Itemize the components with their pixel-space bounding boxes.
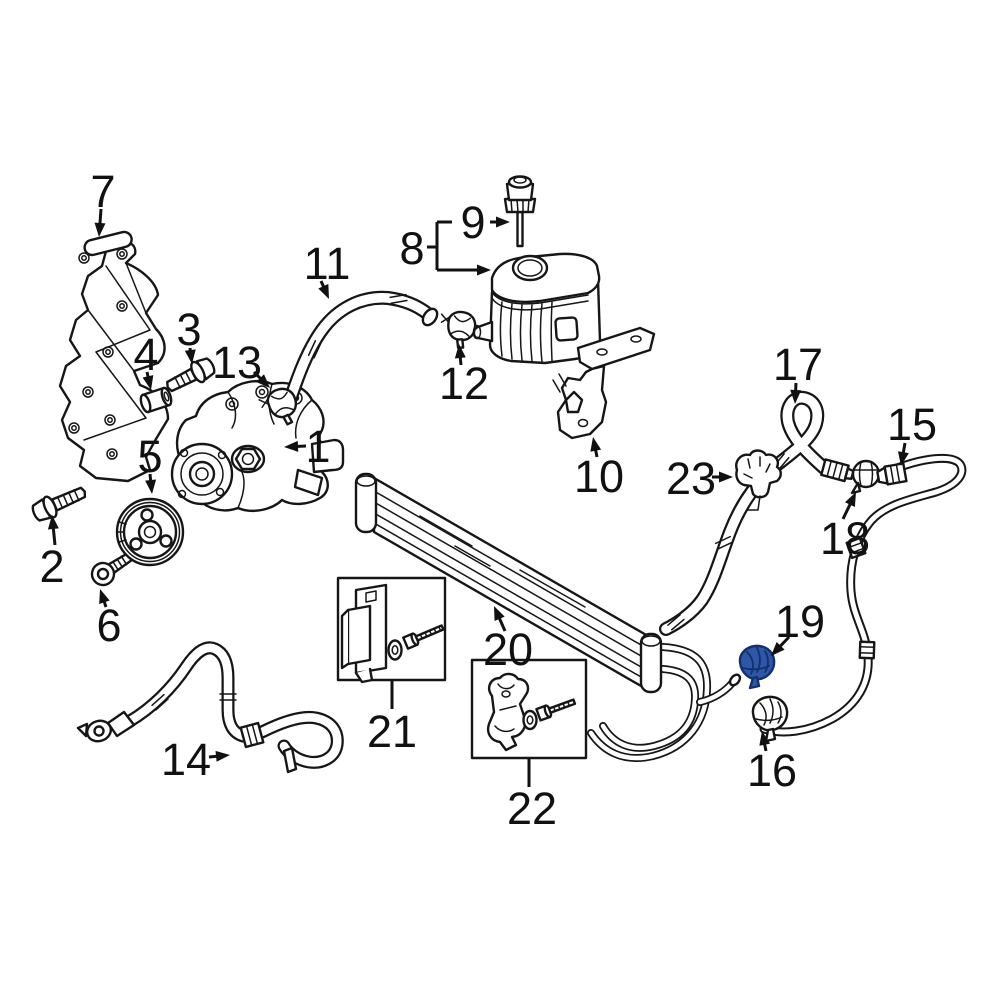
callout-arrowhead-5 [145, 479, 157, 494]
part-20-oil-cooler [354, 472, 742, 762]
part-label-16[interactable]: 16 [747, 745, 797, 796]
part-14-pressure-hose [76, 641, 344, 774]
part-12-hose-clamp [440, 310, 477, 349]
part-11-suction-hose [280, 290, 439, 416]
part-18-hose-clamp [850, 459, 881, 495]
callout-arrowhead-15 [897, 451, 909, 466]
part-label-14[interactable]: 14 [161, 734, 211, 785]
callout-arrowhead-23 [719, 471, 733, 483]
callout-arrowhead-8 [477, 264, 491, 276]
callout-arrowhead-7 [94, 222, 106, 237]
part-19-line-clamp-highlighted[interactable] [738, 644, 776, 690]
part-label-10[interactable]: 10 [574, 451, 624, 502]
callout-arrowhead-18 [844, 492, 856, 507]
part-label-12[interactable]: 12 [439, 358, 489, 409]
callout-arrowhead-3 [184, 349, 196, 364]
part-label-7[interactable]: 7 [90, 166, 115, 217]
part-9-reservoir-cap [503, 175, 537, 248]
part-label-15[interactable]: 15 [887, 399, 937, 450]
callout-arrowhead-19 [771, 642, 785, 656]
part-label-3[interactable]: 3 [176, 304, 201, 355]
part-17-return-hose [659, 390, 855, 636]
callout-arrowhead-9 [496, 216, 510, 228]
part-label-23[interactable]: 23 [666, 453, 716, 504]
part-label-4[interactable]: 4 [133, 329, 158, 380]
part-label-9[interactable]: 9 [460, 197, 485, 248]
callout-arrowhead-10 [590, 437, 602, 452]
part-label-2[interactable]: 2 [39, 541, 64, 592]
callout-arrowhead-12 [454, 344, 466, 359]
part-label-18[interactable]: 18 [820, 513, 870, 564]
part-21-bracket-kit-box [336, 576, 447, 684]
part-label-21[interactable]: 21 [367, 706, 417, 757]
part-label-8[interactable]: 8 [399, 223, 424, 274]
part-label-22[interactable]: 22 [507, 783, 557, 834]
callout-arrowhead-2 [47, 515, 59, 530]
part-2-bolt [31, 486, 87, 522]
part-8-reservoir [472, 252, 602, 365]
part-7-mounting-bracket [58, 230, 170, 483]
part-5-pulley [115, 497, 185, 567]
part-3-bolt [166, 357, 216, 393]
part-label-13[interactable]: 13 [212, 337, 262, 388]
part-label-5[interactable]: 5 [137, 431, 162, 482]
part-15-return-line [759, 453, 967, 737]
part-23-retaining-clip [735, 449, 782, 511]
part-10-support-bracket [552, 326, 656, 440]
callout-arrowhead-20 [494, 606, 505, 622]
part-label-6[interactable]: 6 [96, 600, 121, 651]
part-label-20[interactable]: 20 [483, 624, 533, 675]
callout-arrowhead-6 [99, 589, 110, 605]
callout-arrowhead-11 [318, 283, 329, 299]
part-16-line-clamp [751, 695, 789, 743]
part-22-bracket-kit-box [470, 658, 588, 760]
part-4-spacer [139, 386, 173, 414]
callout-arrowhead-14 [215, 750, 230, 762]
callout-arrowhead-13 [256, 374, 270, 388]
callout-arrowhead-1 [284, 440, 299, 452]
part-label-17[interactable]: 17 [773, 339, 823, 390]
part-13-hose-clamp [258, 387, 298, 426]
part-label-11[interactable]: 11 [304, 238, 351, 289]
part-6-bolt [90, 552, 133, 587]
part-label-1[interactable]: 1 [305, 421, 330, 472]
callout-arrowhead-17 [790, 389, 802, 404]
callout-arrowhead-4 [142, 375, 154, 390]
part-label-19[interactable]: 19 [775, 596, 825, 647]
callout-arrowhead-16 [759, 731, 771, 746]
